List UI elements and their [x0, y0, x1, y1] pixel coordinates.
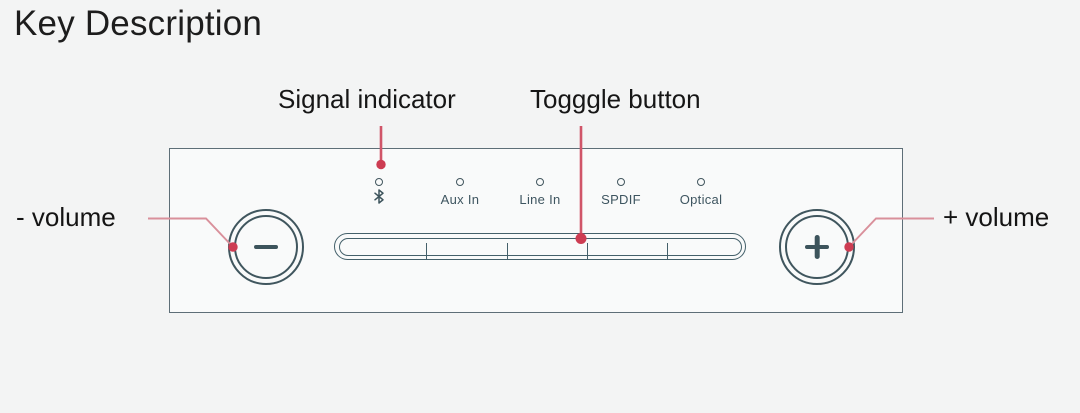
indicator-label: Aux In: [440, 192, 480, 207]
volume-down-callout-label: - volume: [16, 202, 116, 232]
led-indicator: [375, 178, 383, 186]
toggle-button-bar: [334, 233, 746, 260]
indicator-label: Optical: [679, 192, 723, 207]
led-indicator: [697, 178, 705, 186]
volume-minus-button: [228, 209, 304, 285]
signal-indicator-callout-label: Signal indicator: [278, 84, 456, 114]
volume-plus-button: [779, 209, 855, 285]
toggle-divider: [666, 243, 669, 260]
page-title: Key Description: [14, 4, 263, 43]
indicator-bluetooth: [339, 178, 419, 204]
indicator-spdif: SPDIF: [581, 178, 661, 207]
volume-minus-button-ring: [234, 215, 298, 279]
toggle-button-callout-label: Togggle button: [530, 84, 701, 114]
toggle-button-inner: [338, 237, 742, 260]
led-indicator: [456, 178, 464, 186]
indicator-line-in: Line In: [500, 178, 580, 207]
indicator-label: SPDIF: [601, 192, 641, 207]
minus-icon: [254, 244, 278, 250]
volume-up-callout-label: + volume: [943, 202, 1050, 232]
plus-icon: [814, 235, 820, 259]
toggle-divider: [586, 243, 589, 260]
toggle-divider: [425, 243, 428, 260]
indicator-optical: Optical: [661, 178, 741, 207]
volume-plus-button-ring: [785, 215, 849, 279]
toggle-divider: [506, 243, 509, 260]
led-indicator: [617, 178, 625, 186]
indicator-aux-in: Aux In: [420, 178, 500, 207]
bluetooth-icon: [374, 189, 384, 204]
led-indicator: [536, 178, 544, 186]
indicator-label: Line In: [519, 192, 561, 207]
